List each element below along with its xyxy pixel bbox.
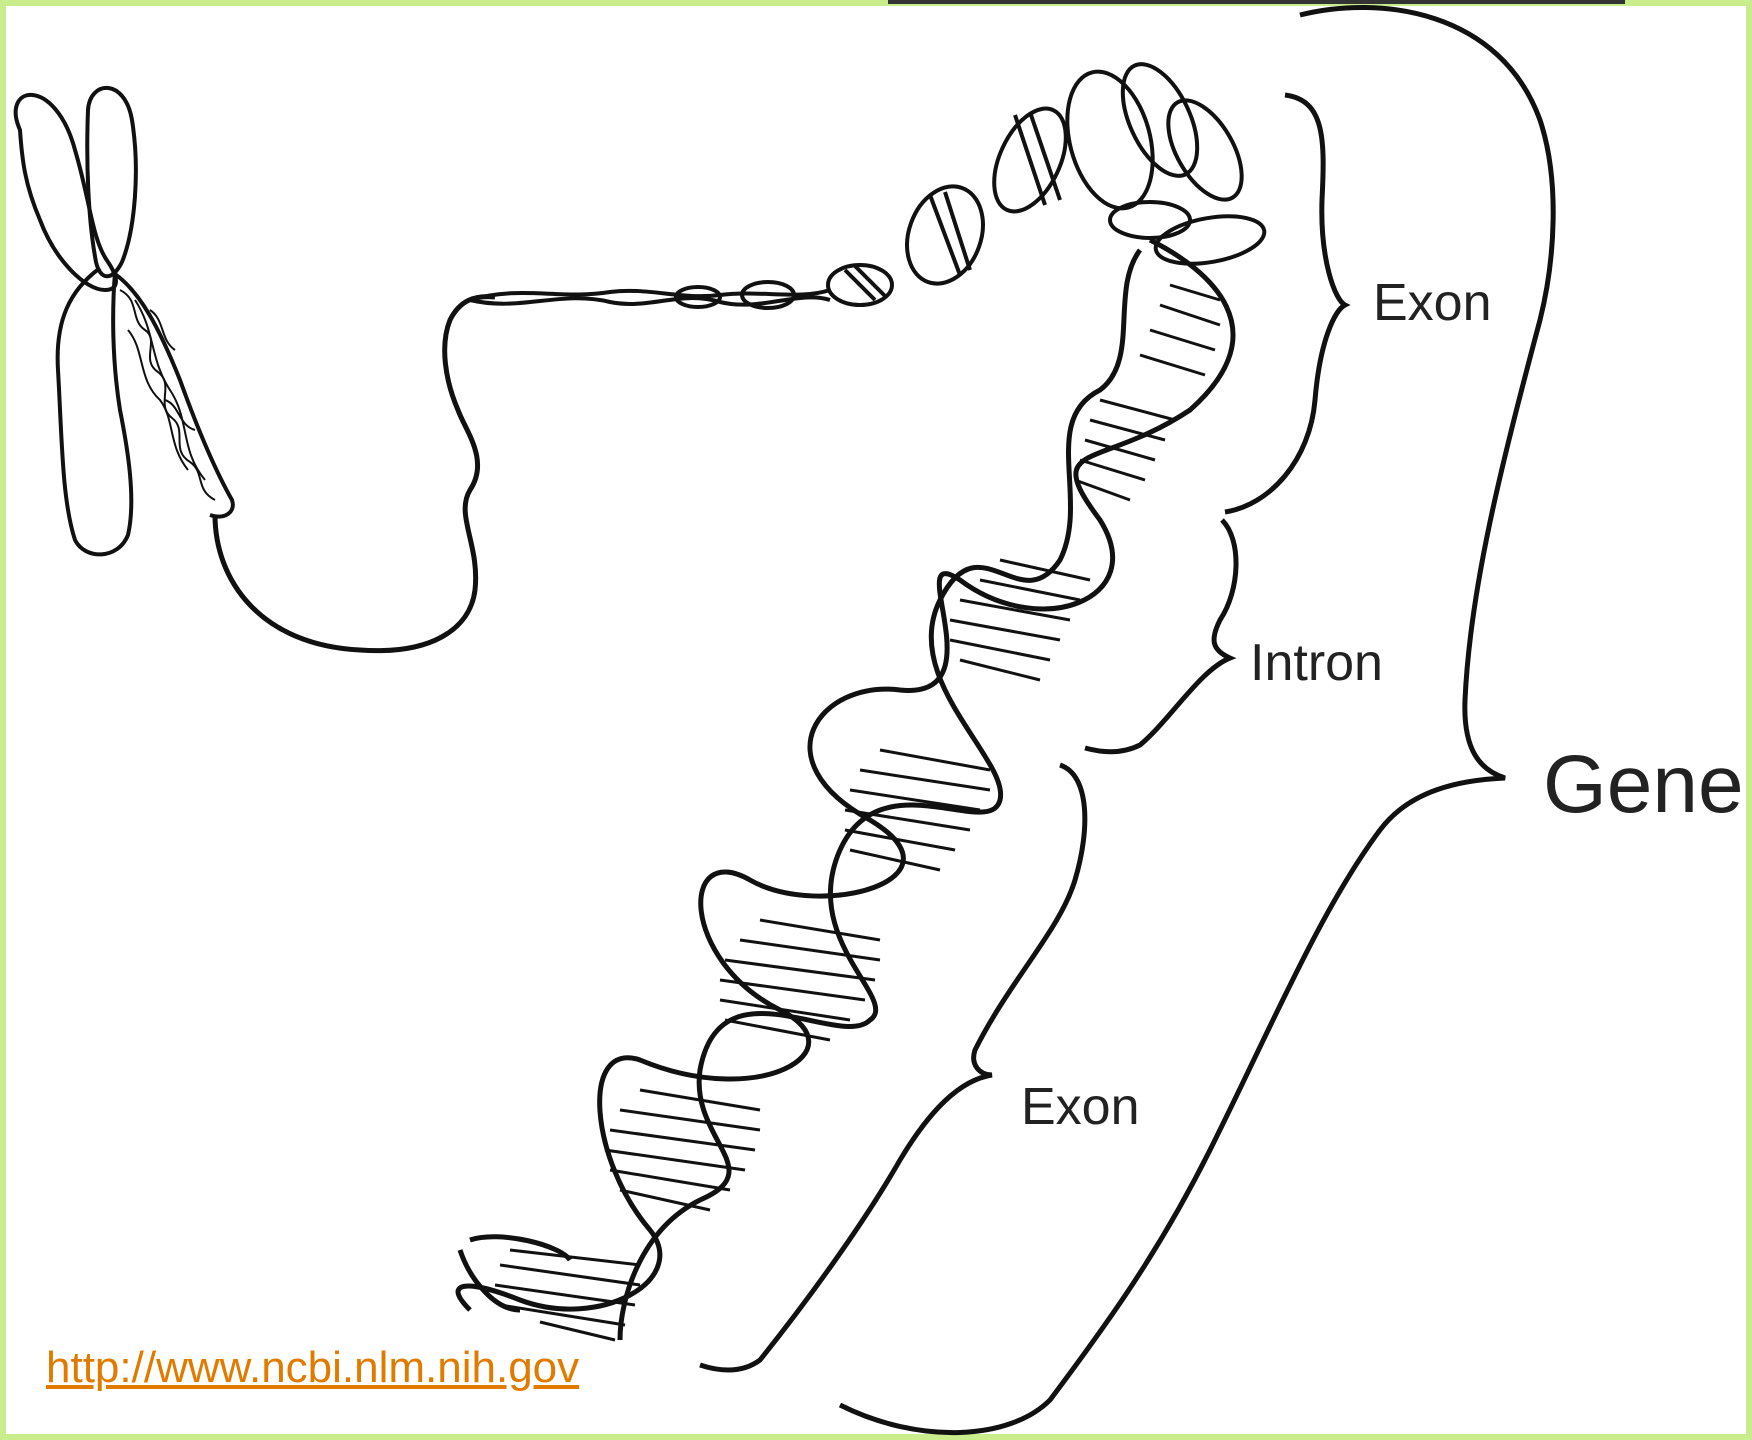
label-exon-bottom: Exon <box>1021 1078 1140 1136</box>
chromosome <box>16 88 233 555</box>
label-gene: Gene <box>1543 739 1744 830</box>
brace-exon-top <box>1225 95 1345 512</box>
brace-intron <box>1085 520 1236 752</box>
braces <box>700 7 1553 1432</box>
dna-thread <box>215 297 495 651</box>
label-intron: Intron <box>1250 634 1383 692</box>
source-link[interactable]: http://www.ncbi.nlm.nih.gov <box>46 1343 579 1393</box>
dna-supercoil <box>1053 53 1268 271</box>
label-exon-top: Exon <box>1373 274 1492 332</box>
dna-double-helix <box>458 240 1233 1340</box>
brace-exon-bottom <box>700 765 1085 1370</box>
dna-coil-small <box>470 97 1080 308</box>
